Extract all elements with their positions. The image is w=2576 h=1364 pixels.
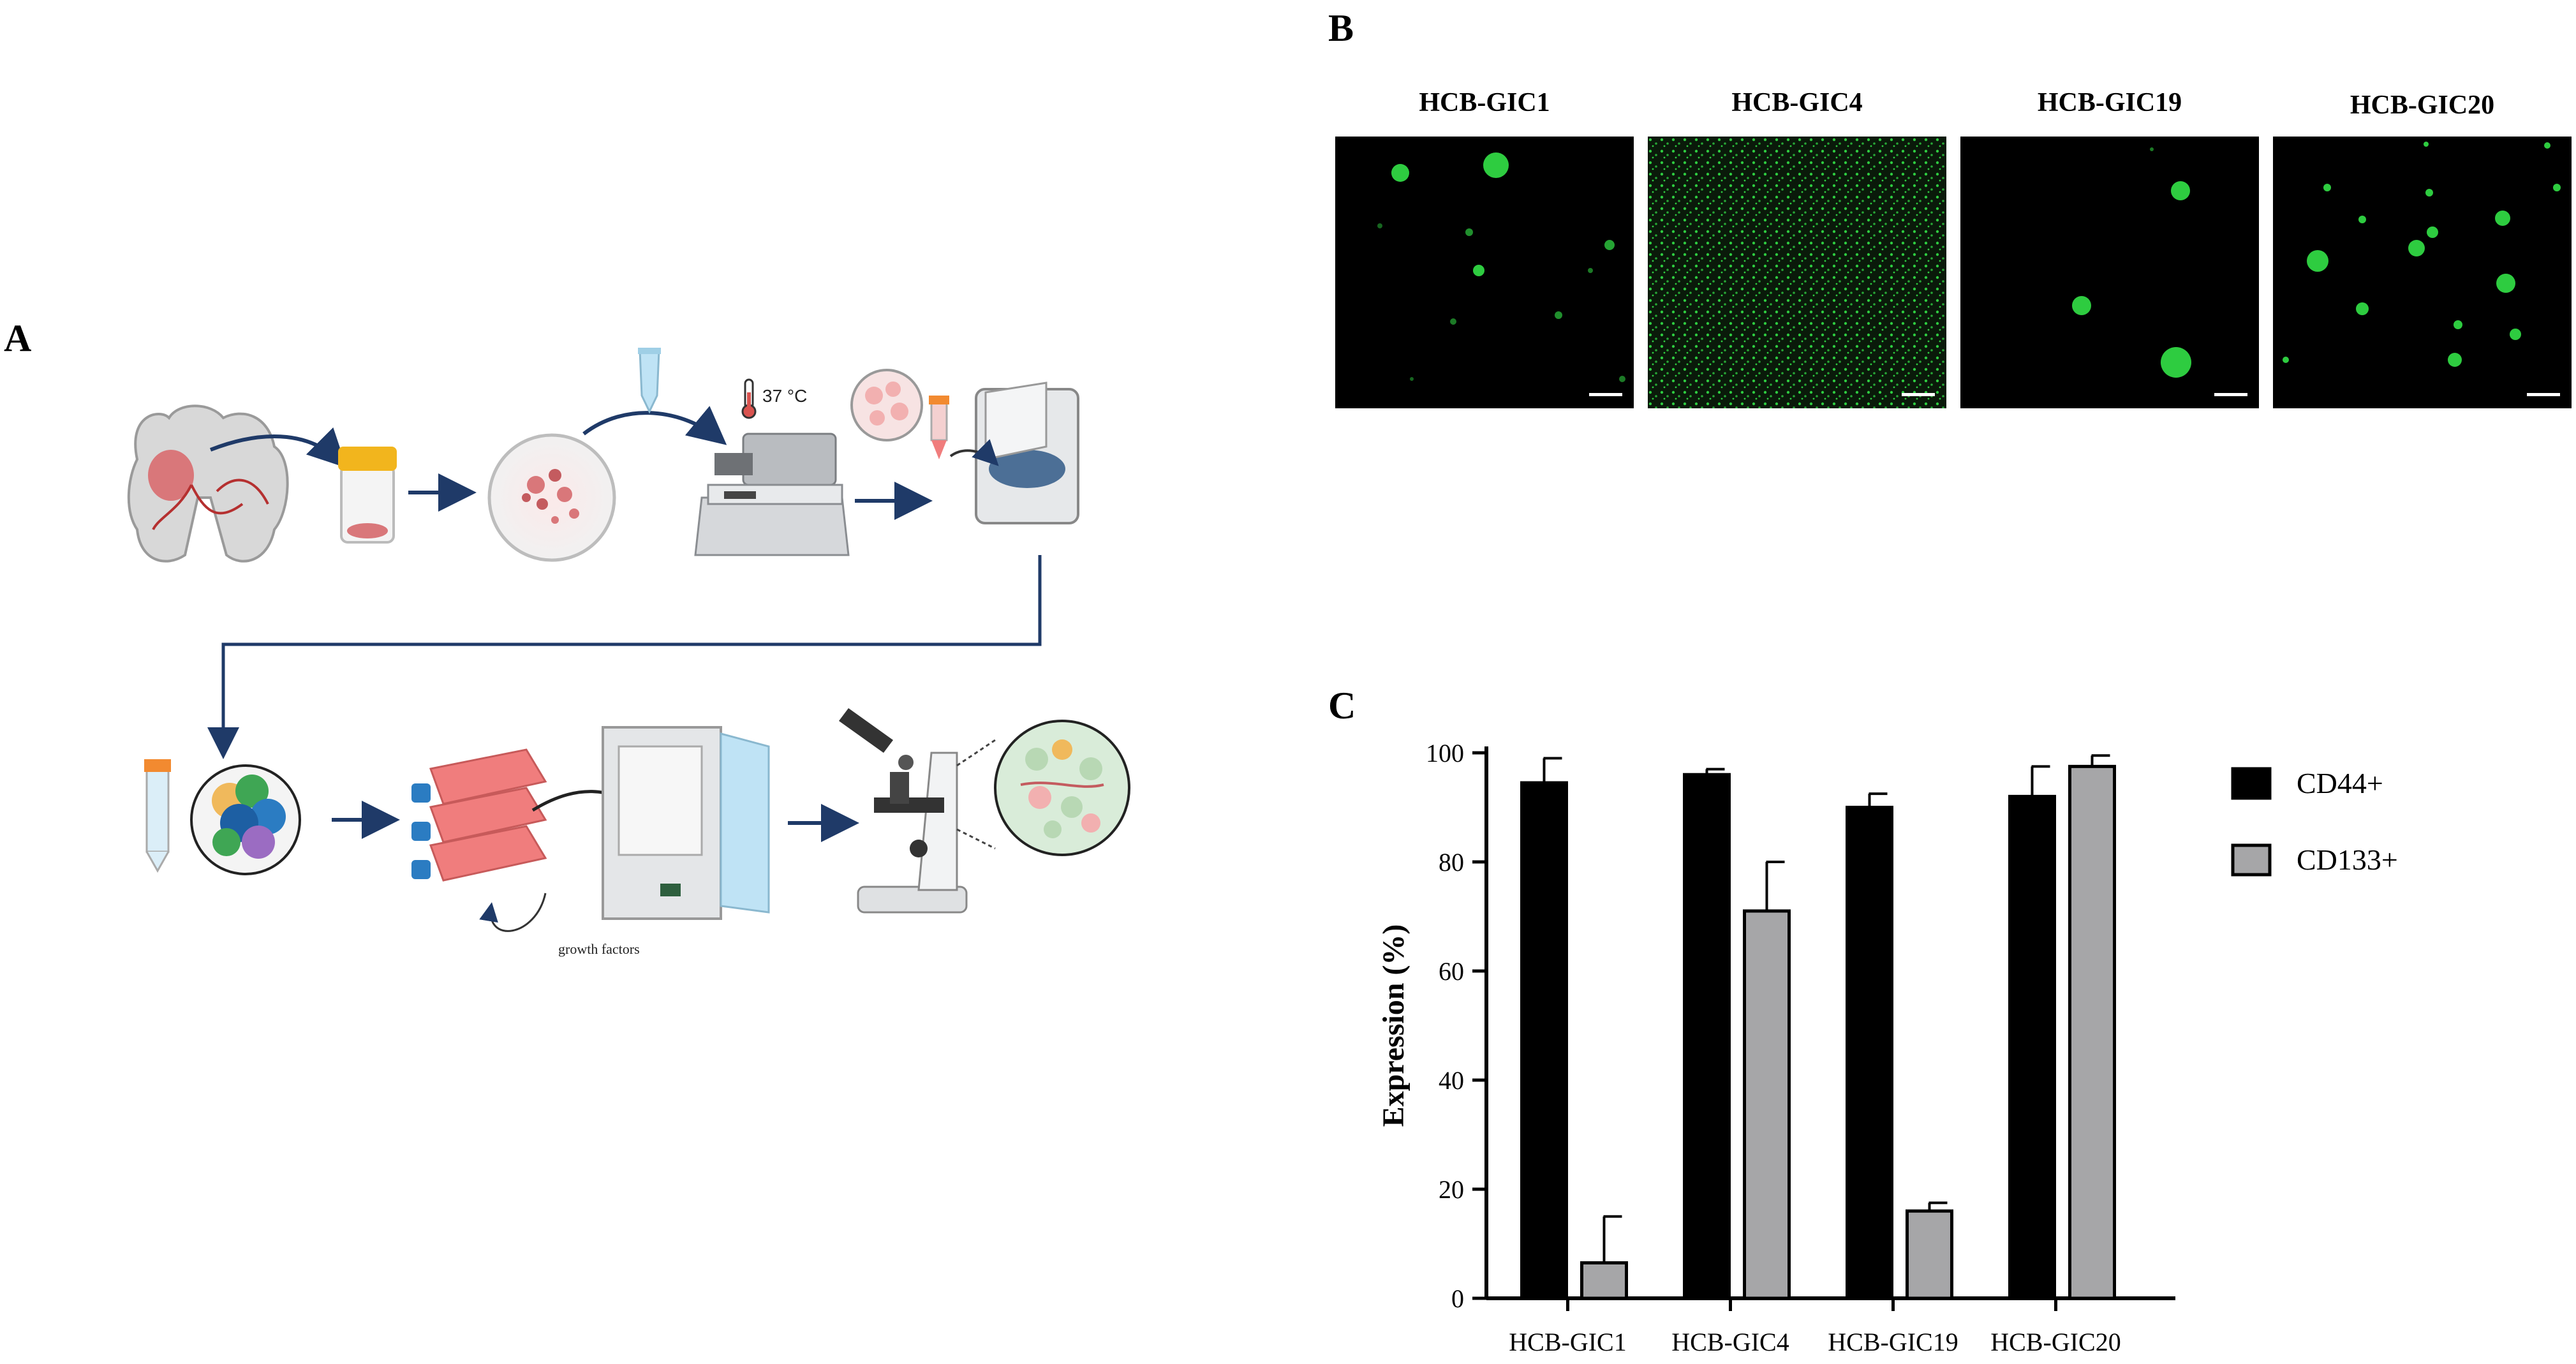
panel-label-c: C <box>1328 685 1356 727</box>
cell-pellet-tube-icon <box>144 759 171 873</box>
enzyme-tube-icon <box>638 348 661 414</box>
bar-cd44 <box>1846 806 1893 1300</box>
x-tick-label: HCB-GIC20 <box>1990 1328 2121 1356</box>
micrograph-title: HCB-GIC19 <box>2037 88 2182 117</box>
incubator-icon <box>602 726 770 920</box>
petri-dish-icon <box>487 433 616 562</box>
flow-arrow <box>209 427 347 468</box>
panel-label-a: A <box>4 317 32 359</box>
panel-label-b: B <box>1328 7 1354 49</box>
cell-culture-zoom-icon <box>994 720 1130 856</box>
y-tick-label: 20 <box>1439 1175 1464 1204</box>
x-tick-label: HCB-GIC19 <box>1828 1328 1958 1356</box>
culture-flasks-icon <box>411 748 547 882</box>
workflow-schematic: 37 °C <box>127 348 1130 957</box>
cell-suspension-icon <box>850 369 949 459</box>
y-tick-label: 40 <box>1439 1066 1464 1095</box>
micrograph-title: HCB-GIC4 <box>1731 88 1863 117</box>
growth-factors-label: growth factors <box>558 941 640 957</box>
bar-cd44 <box>1520 781 1568 1300</box>
bar-cd133 <box>2068 764 2116 1300</box>
x-tick-label: HCB-GIC1 <box>1509 1328 1626 1356</box>
legend-swatch <box>2231 767 2272 800</box>
brain-icon <box>127 404 289 563</box>
bar-cd133 <box>1906 1209 1953 1300</box>
bar-cd44 <box>1683 773 1731 1300</box>
thermometer-icon <box>741 378 757 419</box>
microscope-icon <box>839 708 968 914</box>
y-tick-label: 80 <box>1439 848 1464 877</box>
legend-swatch <box>2231 843 2272 877</box>
micrograph-image <box>2273 137 2572 408</box>
bar-cd133 <box>1580 1261 1628 1300</box>
bar-cd44 <box>2008 794 2056 1300</box>
y-axis-label: Expression (%) <box>1377 924 1410 1127</box>
micrograph-image <box>1335 137 1634 408</box>
cell-cluster-icon <box>190 764 301 875</box>
y-tick-label: 0 <box>1451 1284 1464 1313</box>
y-tick-label: 60 <box>1439 957 1464 986</box>
micrograph-image <box>1648 137 1946 408</box>
micrograph-title: HCB-GIC1 <box>1419 88 1550 117</box>
flow-connector <box>207 555 1042 759</box>
legend-label: CD133+ <box>2297 843 2398 876</box>
flow-arrow <box>582 406 727 445</box>
centrifuge-icon <box>949 382 1079 524</box>
specimen-jar-icon <box>338 447 397 544</box>
bar-cd133 <box>1743 909 1791 1300</box>
heat-block-icon <box>694 433 850 556</box>
micrograph-title: HCB-GIC20 <box>2350 91 2495 120</box>
x-tick-label: HCB-GIC4 <box>1671 1328 1789 1356</box>
micrograph-image <box>1960 137 2259 408</box>
temperature-label: 37 °C <box>762 386 807 406</box>
legend-label: CD44+ <box>2297 767 2383 799</box>
y-tick-label: 100 <box>1426 739 1464 767</box>
